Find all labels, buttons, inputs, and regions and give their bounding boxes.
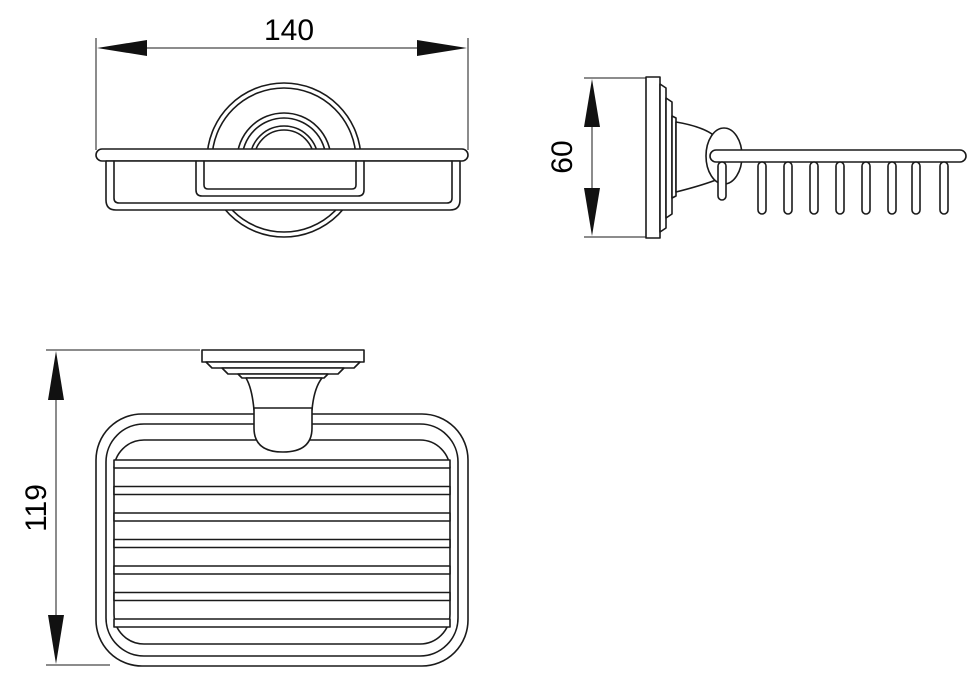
top-boss <box>253 407 313 453</box>
basket-front <box>95 148 469 211</box>
prong <box>783 161 793 215</box>
side-basket <box>709 149 967 215</box>
front-view: 140 <box>95 14 469 238</box>
height-dimension: 119 <box>20 349 200 666</box>
depth-dimension: 60 <box>546 77 650 238</box>
width-dimension-label: 140 <box>264 14 314 47</box>
prong <box>809 161 819 215</box>
prong <box>861 161 871 215</box>
slat <box>113 512 451 522</box>
side-wall-plate <box>645 76 677 239</box>
slat <box>113 618 451 628</box>
prong <box>939 161 949 215</box>
slat <box>113 591 451 602</box>
depth-dimension-label: 60 <box>546 140 579 173</box>
prong <box>835 161 845 215</box>
prong <box>887 161 897 215</box>
prong <box>911 161 921 215</box>
side-view: 60 <box>546 76 967 239</box>
slat <box>113 538 451 549</box>
top-view: 119 <box>20 349 469 667</box>
height-dimension-label: 119 <box>20 484 53 532</box>
slat <box>113 485 451 496</box>
prong <box>717 161 727 201</box>
slat <box>113 459 451 469</box>
top-wall-plate <box>201 349 365 379</box>
prong <box>757 161 767 215</box>
basket-prongs <box>717 161 949 215</box>
width-dimension: 140 <box>95 14 469 150</box>
basket-slats <box>113 459 451 628</box>
slat <box>113 565 451 575</box>
top-neck <box>245 377 323 411</box>
